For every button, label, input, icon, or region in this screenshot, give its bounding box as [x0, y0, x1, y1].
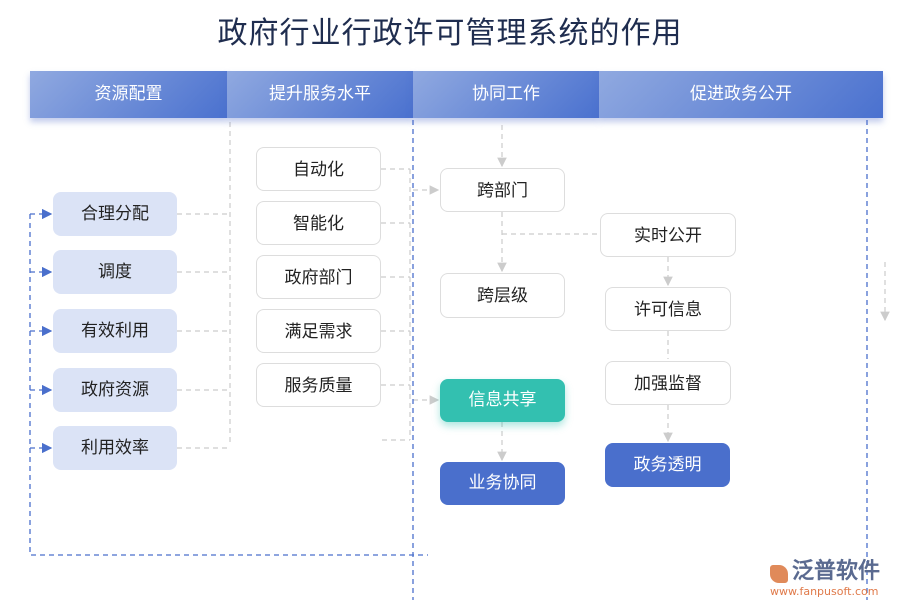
node-col4: 实时公开: [600, 213, 736, 257]
node-col1: 调度: [53, 250, 177, 294]
node-col1: 合理分配: [53, 192, 177, 236]
header-resource-allocation: 资源配置: [30, 71, 227, 118]
node-col4-result: 政务透明: [605, 443, 730, 487]
node-col2: 自动化: [256, 147, 381, 191]
node-col3-result: 业务协同: [440, 462, 565, 505]
logo-icon: [770, 564, 788, 583]
node-col3-highlight: 信息共享: [440, 379, 565, 422]
header-transparency: 促进政务公开: [599, 71, 883, 118]
node-col2: 政府部门: [256, 255, 381, 299]
node-col3: 跨层级: [440, 273, 565, 318]
logo-url: www.fanpusoft.com: [770, 585, 879, 598]
node-col1: 有效利用: [53, 309, 177, 353]
node-col1: 政府资源: [53, 368, 177, 412]
node-col4: 许可信息: [605, 287, 731, 331]
logo: 泛普软件 www.fanpusoft.com: [770, 553, 880, 598]
node-col4: 加强监督: [605, 361, 731, 405]
node-col3: 跨部门: [440, 168, 565, 212]
node-col2: 服务质量: [256, 363, 381, 407]
node-col2: 智能化: [256, 201, 381, 245]
node-col2: 满足需求: [256, 309, 381, 353]
header-collaboration: 协同工作: [413, 71, 599, 118]
page-title: 政府行业行政许可管理系统的作用: [217, 16, 683, 51]
logo-name: 泛普软件: [792, 559, 881, 584]
node-col1: 利用效率: [53, 426, 177, 470]
header-service-level: 提升服务水平: [227, 71, 413, 118]
